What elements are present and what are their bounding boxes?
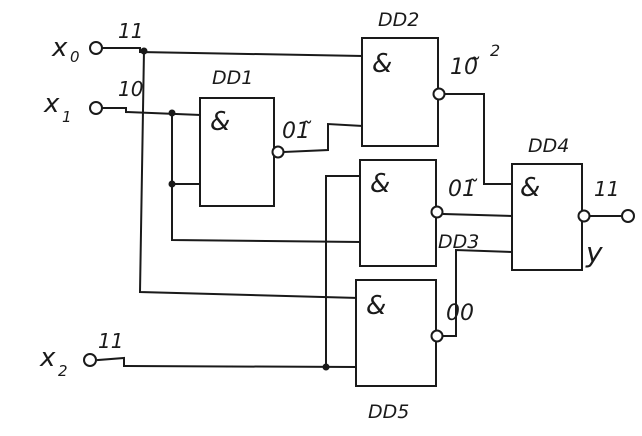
output-y-value: 11 [594, 177, 619, 201]
junction-x0 [140, 47, 148, 55]
input-x0: x 0 11 [51, 19, 143, 66]
wire-dd5-out [443, 248, 514, 337]
wires [96, 47, 623, 369]
gate-dd4-name: DD4 [528, 135, 569, 157]
gate-dd4: & DD4 [511, 135, 591, 271]
input-x2-subscript: 2 [58, 362, 68, 380]
gate-dd3-body [359, 159, 437, 267]
gate-dd3-inverter-bubble [430, 205, 444, 219]
gate-dd3-out-value: 01̃ [448, 177, 478, 202]
gate-dd3-name: DD3 [438, 231, 479, 253]
gate-dd4-body [511, 163, 583, 271]
gate-dd5-symbol: & [366, 291, 386, 321]
wire-x2 [96, 356, 358, 369]
wire-x2-bus [325, 175, 361, 368]
gate-dd5-body [355, 279, 437, 387]
gate-dd3: & DD3 01̃ [359, 159, 479, 267]
gate-dd5-inverter-bubble [430, 329, 444, 343]
wire-x1 [101, 107, 202, 117]
junctions [140, 47, 330, 371]
output-y-label: y [585, 236, 603, 269]
input-x0-value: 11 [118, 19, 143, 43]
output-y: 11 y [585, 177, 635, 269]
gate-dd2-body [361, 37, 439, 147]
wire-x0-bus [138, 48, 360, 300]
input-x2-label: x [39, 343, 56, 373]
gate-dd3-symbol: & [370, 169, 390, 199]
junction-x1-lower [168, 180, 176, 188]
input-x2-value: 11 [98, 329, 123, 353]
gate-dd1-out-value: 01̃ [282, 119, 312, 144]
output-y-terminal [621, 209, 635, 223]
junction-x2 [322, 363, 330, 371]
gate-dd1-inverter-bubble [271, 145, 285, 159]
gate-dd4-symbol: & [520, 173, 540, 203]
gate-dd4-inverter-bubble [577, 209, 591, 223]
input-x1-terminal [89, 101, 103, 115]
wire-dd2-out [443, 93, 513, 185]
gate-dd2-out-superscript: 2 [490, 41, 500, 60]
input-x1-label: x [43, 89, 60, 119]
gate-dd5: & DD5 00 [355, 279, 474, 423]
gate-dd2: & DD2 10̃ 2 [361, 9, 500, 147]
input-x0-subscript: 0 [70, 48, 80, 66]
wire-x0 [101, 47, 364, 58]
input-x1-subscript: 1 [62, 108, 72, 126]
gate-dd5-out-value: 00 [446, 301, 474, 326]
input-x1: x 1 10 [43, 77, 143, 126]
junction-x1 [168, 109, 176, 117]
input-x0-label: x [51, 33, 68, 63]
wire-dd3-out [442, 212, 514, 218]
gate-dd2-out-value: 10̃ [450, 55, 480, 80]
gate-dd1-name: DD1 [212, 67, 253, 89]
gate-dd2-symbol: & [372, 49, 392, 79]
input-x0-terminal [89, 41, 103, 55]
input-x2-terminal [83, 353, 97, 367]
gate-dd5-name: DD5 [368, 401, 409, 423]
gate-dd2-inverter-bubble [432, 87, 446, 101]
input-x1-value: 10 [118, 77, 143, 101]
gate-dd1-symbol: & [210, 107, 230, 137]
input-x2: x 2 11 [39, 329, 123, 380]
gate-dd1-body [199, 97, 275, 207]
gate-dd1: & DD1 01̃ [199, 67, 312, 207]
gate-dd2-name: DD2 [378, 9, 419, 31]
wire-x1-bus [171, 112, 362, 244]
wire-dd1-out [282, 122, 364, 154]
